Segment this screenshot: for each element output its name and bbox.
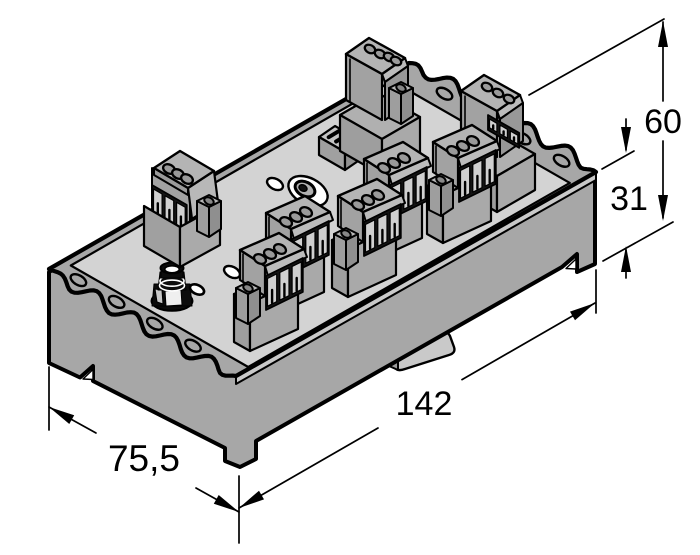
svg-text:75,5: 75,5: [108, 438, 180, 479]
svg-text:60: 60: [644, 103, 682, 141]
svg-text:142: 142: [396, 385, 453, 423]
svg-text:31: 31: [610, 180, 648, 218]
